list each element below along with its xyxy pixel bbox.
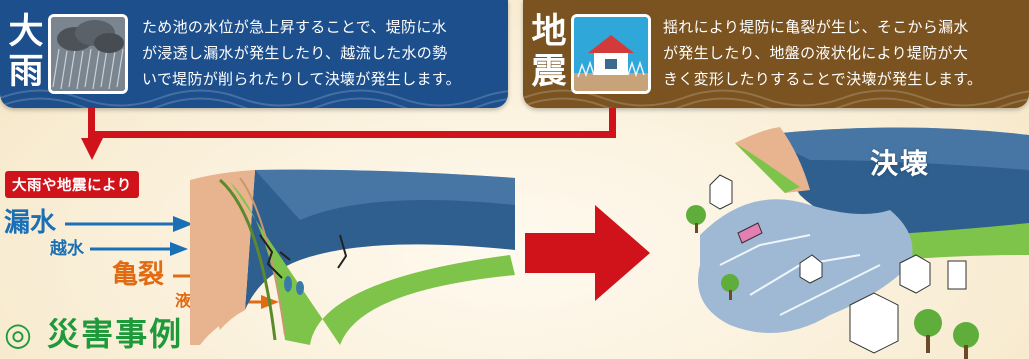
case-studies-heading: ◎ 災害事例 <box>4 315 184 353</box>
earthquake-badge: 地 震 <box>529 12 569 92</box>
down-arrow-icon <box>81 138 103 160</box>
description-line: が発生したり、地盤の液状化により堤防が大 <box>663 44 969 62</box>
rain-cloud-icon <box>48 14 128 94</box>
cause-overflow: 越水 <box>50 234 190 259</box>
description-line: きく変形したりすることで決壊が発生します。 <box>663 70 983 88</box>
description-line: が浸透し漏水が発生したり、越流した水の勢 <box>142 44 448 62</box>
description-line: ため池の水位が急上昇することで、堤防に水 <box>142 18 447 36</box>
big-red-arrow-icon <box>525 205 650 301</box>
collapse-illustration <box>686 127 1029 359</box>
cause-label: 越水 <box>50 239 84 259</box>
heavy-rain-description: ため池の水位が急上昇することで、堤防に水 が浸透し漏水が発生したり、越流した水の… <box>142 14 502 92</box>
earthquake-description: 揺れにより堤防に亀裂が生じ、そこから漏水 が発生したり、地盤の液状化により堤防が… <box>663 14 1025 92</box>
arrow-right-icon <box>65 215 194 232</box>
badge-char-2: 雨 <box>8 52 44 92</box>
earthquake-house-icon <box>571 14 651 94</box>
cause-label: 亀裂 <box>112 260 165 290</box>
trigger-tag: 大雨や地震により <box>5 171 139 198</box>
cause-label: 漏水 <box>4 208 57 238</box>
connector-line <box>88 108 95 138</box>
embankment-illustration <box>190 169 515 345</box>
arrow-right-icon <box>89 242 188 256</box>
badge-char-1: 地 <box>531 12 567 52</box>
earthquake-panel: 地 震 揺れにより堤防に亀裂が生じ、そこから漏水 が発生したり、地盤の液状化によ… <box>523 0 1029 108</box>
description-line: 揺れにより堤防に亀裂が生じ、そこから漏水 <box>663 18 969 36</box>
connector-line <box>609 108 616 138</box>
wave-pattern <box>0 89 508 108</box>
collapse-label: 決壊 <box>870 147 931 180</box>
cause-leakage: 漏水 <box>4 202 195 239</box>
wave-pattern <box>523 89 1029 108</box>
description-line: いで堤防が削られたりして決壊が発生します。 <box>142 70 461 88</box>
badge-char-2: 震 <box>531 52 567 92</box>
connector-line <box>88 131 616 138</box>
heavy-rain-badge: 大 雨 <box>6 12 46 92</box>
heavy-rain-panel: 大 雨 ため池の水位が急上昇することで、堤防に水 が浸透し漏水が発生したり、越流… <box>0 0 508 108</box>
badge-char-1: 大 <box>8 12 44 52</box>
